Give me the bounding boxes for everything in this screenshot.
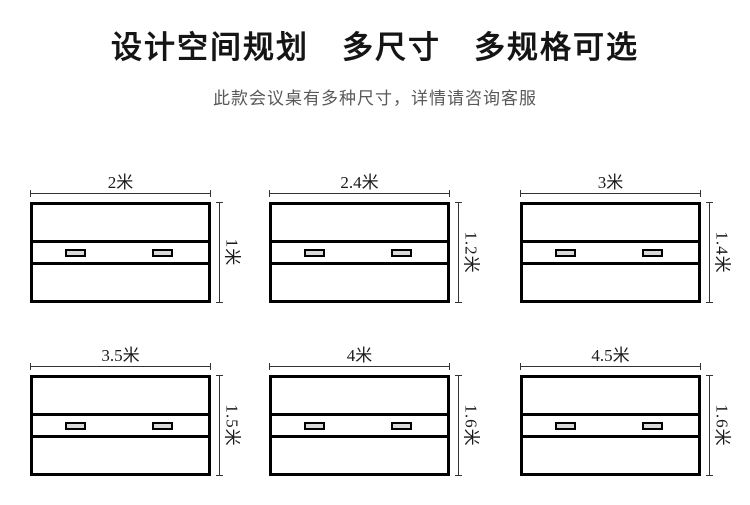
depth-dimension-label-wrap: 1米 [220, 202, 248, 303]
size-diagram-3m: 3米 1.4米 [520, 173, 740, 308]
table-top-view [520, 375, 701, 476]
depth-dimension-label-wrap: 1.4米 [710, 202, 738, 303]
cable-grommet [391, 422, 412, 430]
depth-dimension-label: 1.6米 [712, 404, 732, 447]
page-title: 设计空间规划 多尺寸 多规格可选 [111, 30, 639, 65]
table-edge-line [523, 240, 698, 243]
depth-dimension-label-wrap: 1.2米 [459, 202, 487, 303]
table-edge-line [272, 413, 447, 416]
cable-grommet [304, 422, 325, 430]
table-top-view [269, 375, 450, 476]
table-edge-line [33, 240, 208, 243]
width-dimension-label: 3.5米 [101, 346, 140, 365]
table-edge-line [272, 240, 447, 243]
table-edge-line [272, 262, 447, 265]
depth-dimension-line [455, 202, 462, 303]
width-dimension-line [520, 363, 701, 370]
cable-grommet [642, 422, 663, 430]
cable-grommet [152, 249, 173, 257]
table-top-view [30, 202, 211, 303]
cable-grommet [555, 249, 576, 257]
width-dimension-line [269, 363, 450, 370]
size-diagram-3-5m: 3.5米 1.5米 [30, 346, 250, 481]
table-top-view [520, 202, 701, 303]
depth-dimension-label-wrap: 1.6米 [459, 375, 487, 476]
cable-grommet [304, 249, 325, 257]
cable-grommet [391, 249, 412, 257]
depth-dimension-label-wrap: 1.5米 [220, 375, 248, 476]
cable-grommet [65, 422, 86, 430]
width-dimension-label: 4米 [346, 346, 373, 365]
table-edge-line [523, 262, 698, 265]
size-diagram-4-5m: 4.5米 1.6米 [520, 346, 740, 481]
cable-grommet [152, 422, 173, 430]
width-dimension-line [30, 363, 211, 370]
width-dimension-label: 2米 [107, 173, 134, 192]
cable-grommet [65, 249, 86, 257]
width-dimension-line [520, 190, 701, 197]
table-edge-line [523, 435, 698, 438]
table-edge-line [33, 262, 208, 265]
depth-dimension-line [455, 375, 462, 476]
table-edge-line [33, 413, 208, 416]
size-diagram-4m: 4米 1.6米 [269, 346, 489, 481]
width-dimension-label: 2.4米 [340, 173, 379, 192]
size-diagram-2m: 2米 1米 [30, 173, 250, 308]
table-top-view [269, 202, 450, 303]
page-subtitle: 此款会议桌有多种尺寸，详情请咨询客服 [213, 89, 537, 108]
depth-dimension-label-wrap: 1.6米 [710, 375, 738, 476]
table-edge-line [272, 435, 447, 438]
table-edge-line [523, 413, 698, 416]
cable-grommet [642, 249, 663, 257]
table-edge-line [33, 435, 208, 438]
depth-dimension-line [216, 375, 223, 476]
width-dimension-line [269, 190, 450, 197]
depth-dimension-label: 1.6米 [461, 404, 481, 447]
depth-dimension-line [706, 202, 713, 303]
width-dimension-line [30, 190, 211, 197]
depth-dimension-label: 1.2米 [461, 231, 481, 274]
depth-dimension-line [216, 202, 223, 303]
size-diagram-2-4m: 2.4米 1.2米 [269, 173, 489, 308]
width-dimension-label: 3米 [597, 173, 624, 192]
depth-dimension-label: 1米 [222, 238, 242, 267]
depth-dimension-line [706, 375, 713, 476]
depth-dimension-label: 1.5米 [222, 404, 242, 447]
cable-grommet [555, 422, 576, 430]
width-dimension-label: 4.5米 [591, 346, 630, 365]
table-top-view [30, 375, 211, 476]
depth-dimension-label: 1.4米 [712, 231, 732, 274]
